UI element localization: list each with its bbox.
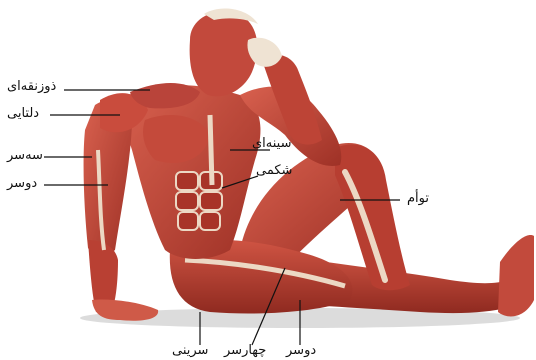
sternum-line xyxy=(210,115,212,185)
label-abdominal: شکمی xyxy=(256,163,292,179)
label-pectoral: سینه‌ای xyxy=(252,136,292,152)
label-biceps: دوسر xyxy=(7,176,37,192)
label-gastrocnemius: توأم xyxy=(407,191,429,207)
foot-right xyxy=(498,235,534,316)
head xyxy=(190,12,258,97)
label-quadriceps: چهارسر xyxy=(224,343,266,359)
label-deltoid: دلتایی xyxy=(7,106,39,122)
label-hamstring: دوسر xyxy=(286,343,316,359)
label-trapezius: ذوزنقه‌ای xyxy=(7,79,56,95)
abdominal-muscles xyxy=(176,172,222,230)
label-gluteal: سرینی xyxy=(172,343,208,359)
label-triceps: سه‌سر xyxy=(7,148,43,164)
